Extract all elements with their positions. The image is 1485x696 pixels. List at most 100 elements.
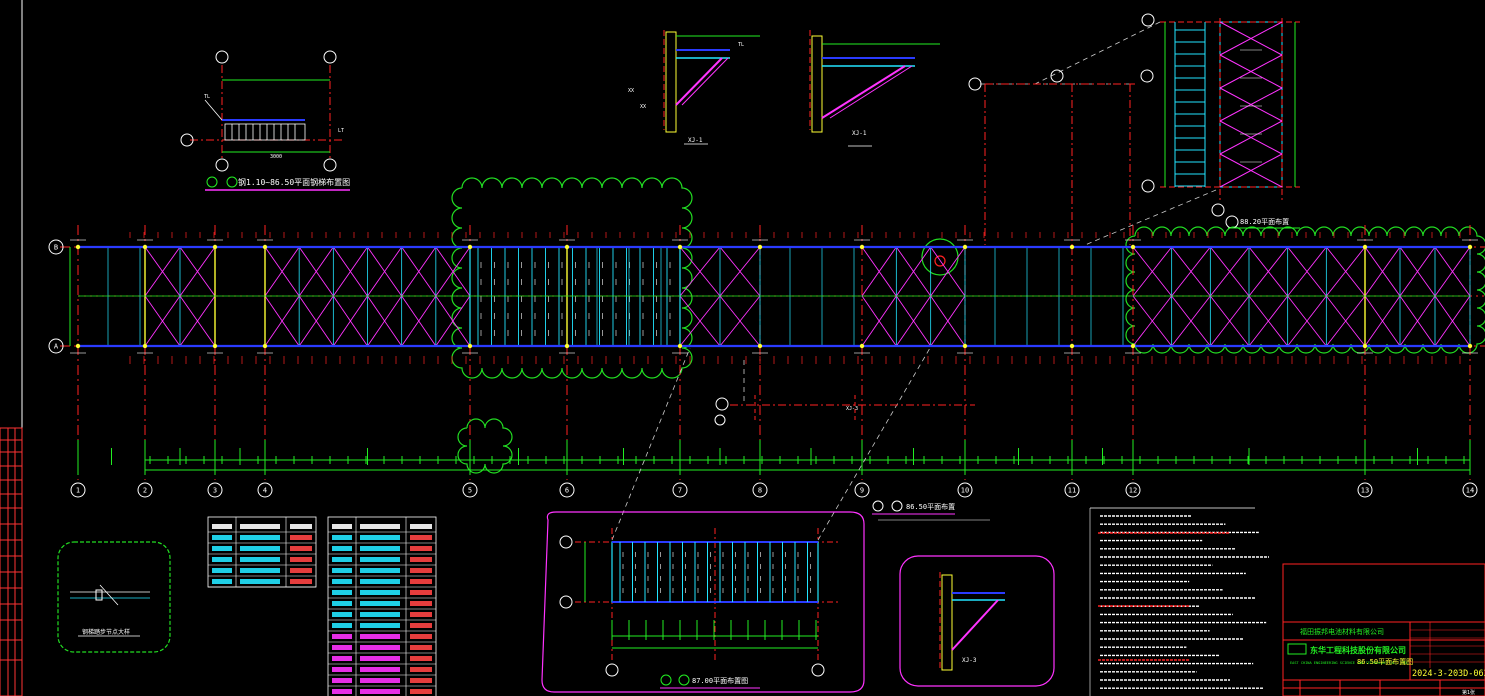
- svg-text:TL: TL: [738, 42, 744, 48]
- grid-bubble-14: 14: [1462, 482, 1478, 498]
- brace: [1287, 295, 1327, 347]
- revision-strip: [0, 427, 23, 696]
- grid-bubble-circle: [207, 482, 223, 498]
- table-cell-mark: [410, 524, 432, 529]
- brace: [1132, 246, 1173, 297]
- brace: [1171, 295, 1211, 347]
- grid-bubble-circle: [1462, 482, 1478, 498]
- table-cell-mark: [332, 689, 352, 694]
- grid-bubble-label: 12: [1129, 487, 1137, 495]
- brace: [144, 295, 181, 347]
- brace: [1399, 246, 1436, 297]
- table-cell-mark: [240, 557, 280, 562]
- column-node: [1130, 343, 1136, 349]
- brace: [264, 295, 300, 347]
- table-cell-mark: [410, 634, 432, 639]
- column-node: [1467, 244, 1473, 250]
- table-cell-mark: [332, 568, 352, 573]
- detail-marker: [921, 238, 959, 276]
- table-cell-mark: [360, 656, 400, 661]
- detail-marker-inner: [934, 255, 946, 267]
- revision-cloud: [1125, 226, 1485, 354]
- grid-bubble-label: 4: [263, 487, 267, 495]
- title-block: 福田振邦电池材料有限公司 东华工程科技股份有限公司 EAST CHINA ENG…: [1282, 563, 1485, 696]
- grid-bubble-circle: [752, 482, 768, 498]
- grid-bubble-label: 3: [213, 487, 217, 495]
- brace: [298, 295, 334, 347]
- upper-callout-frame: [984, 83, 1135, 245]
- svg-text:XX: XX: [640, 104, 646, 110]
- table-cell-mark: [212, 535, 232, 540]
- column-node: [75, 244, 81, 250]
- grid-bubble-circle: [70, 482, 86, 498]
- grid-bubble-label: 8: [758, 487, 762, 495]
- brace: [1364, 295, 1401, 347]
- table-cell-mark: [360, 535, 400, 540]
- detail-caption: 钢梯踏步节点大样: [82, 628, 130, 636]
- grid-bubble-circle: [672, 482, 688, 498]
- column-node: [859, 244, 865, 250]
- grid-bubble-label: A: [54, 343, 59, 351]
- grid-bubble-label: 5: [468, 487, 472, 495]
- brace: [930, 246, 966, 297]
- bracing-bays: [107, 246, 1471, 347]
- section-xj1-a: TL XX XX XJ-1: [628, 30, 760, 145]
- grid-bubble-3: 3: [207, 482, 223, 498]
- grid-bubble-1: 1: [70, 482, 86, 498]
- brace: [1325, 295, 1366, 347]
- column-node: [564, 343, 570, 349]
- tower-brace: [1219, 87, 1283, 122]
- grid-bubble-label: B: [54, 244, 58, 252]
- table-cell-mark: [290, 579, 312, 584]
- table-cell-mark: [332, 524, 352, 529]
- grid-bubble-circle: [48, 338, 64, 354]
- table-cell-mark: [360, 689, 400, 694]
- left-callout: 86.50平面布置: [872, 500, 990, 521]
- grid-bubble-9: 9: [854, 482, 870, 498]
- brace: [367, 295, 403, 347]
- brace: [332, 295, 368, 347]
- column-node: [1069, 343, 1075, 349]
- grid-bubble-8: 8: [752, 482, 768, 498]
- platform-caption: 87.00平面布置图: [692, 676, 748, 685]
- column-node: [962, 343, 968, 349]
- brace: [861, 295, 897, 347]
- brace: [179, 295, 216, 347]
- brace: [401, 246, 437, 297]
- table-cell-mark: [290, 524, 312, 529]
- brace: [679, 295, 721, 347]
- table-cell-mark: [410, 601, 432, 606]
- grid-bubble-11: 11: [1064, 482, 1080, 498]
- table-cell-mark: [410, 568, 432, 573]
- brace: [719, 295, 761, 347]
- table-cell-mark: [410, 656, 432, 661]
- table-cell-mark: [410, 612, 432, 617]
- table-cell-mark: [410, 557, 432, 562]
- stair-plan: TL 3000 LT 钢1.10~86.50平面钢梯布置图: [180, 50, 350, 191]
- dimension-lines: [69, 232, 1471, 475]
- brace: [1209, 295, 1250, 347]
- drawing-number: 2024-3-203D-062G: [1412, 669, 1485, 679]
- table-cell-mark: [332, 634, 352, 639]
- brace: [1434, 246, 1471, 297]
- brace: [144, 246, 181, 297]
- svg-text:XJ-3: XJ-3: [846, 406, 858, 412]
- table-cell-mark: [360, 546, 400, 551]
- column-node: [467, 343, 473, 349]
- table-cell-mark: [240, 524, 280, 529]
- table-cell-mark: [332, 612, 352, 617]
- brace: [719, 246, 761, 297]
- main-beams: [70, 239, 1478, 354]
- table-cell-mark: [332, 645, 352, 650]
- grid-bubble-label: 6: [565, 487, 569, 495]
- brace: [930, 295, 966, 347]
- column-node: [75, 343, 81, 349]
- table-cell-mark: [212, 524, 232, 529]
- mid-callout: XJ-3: [714, 395, 975, 426]
- table-cell-mark: [290, 546, 312, 551]
- grid-bubble-7: 7: [672, 482, 688, 498]
- table-cell-mark: [360, 645, 400, 650]
- section-label-2: XJ-1: [852, 130, 867, 137]
